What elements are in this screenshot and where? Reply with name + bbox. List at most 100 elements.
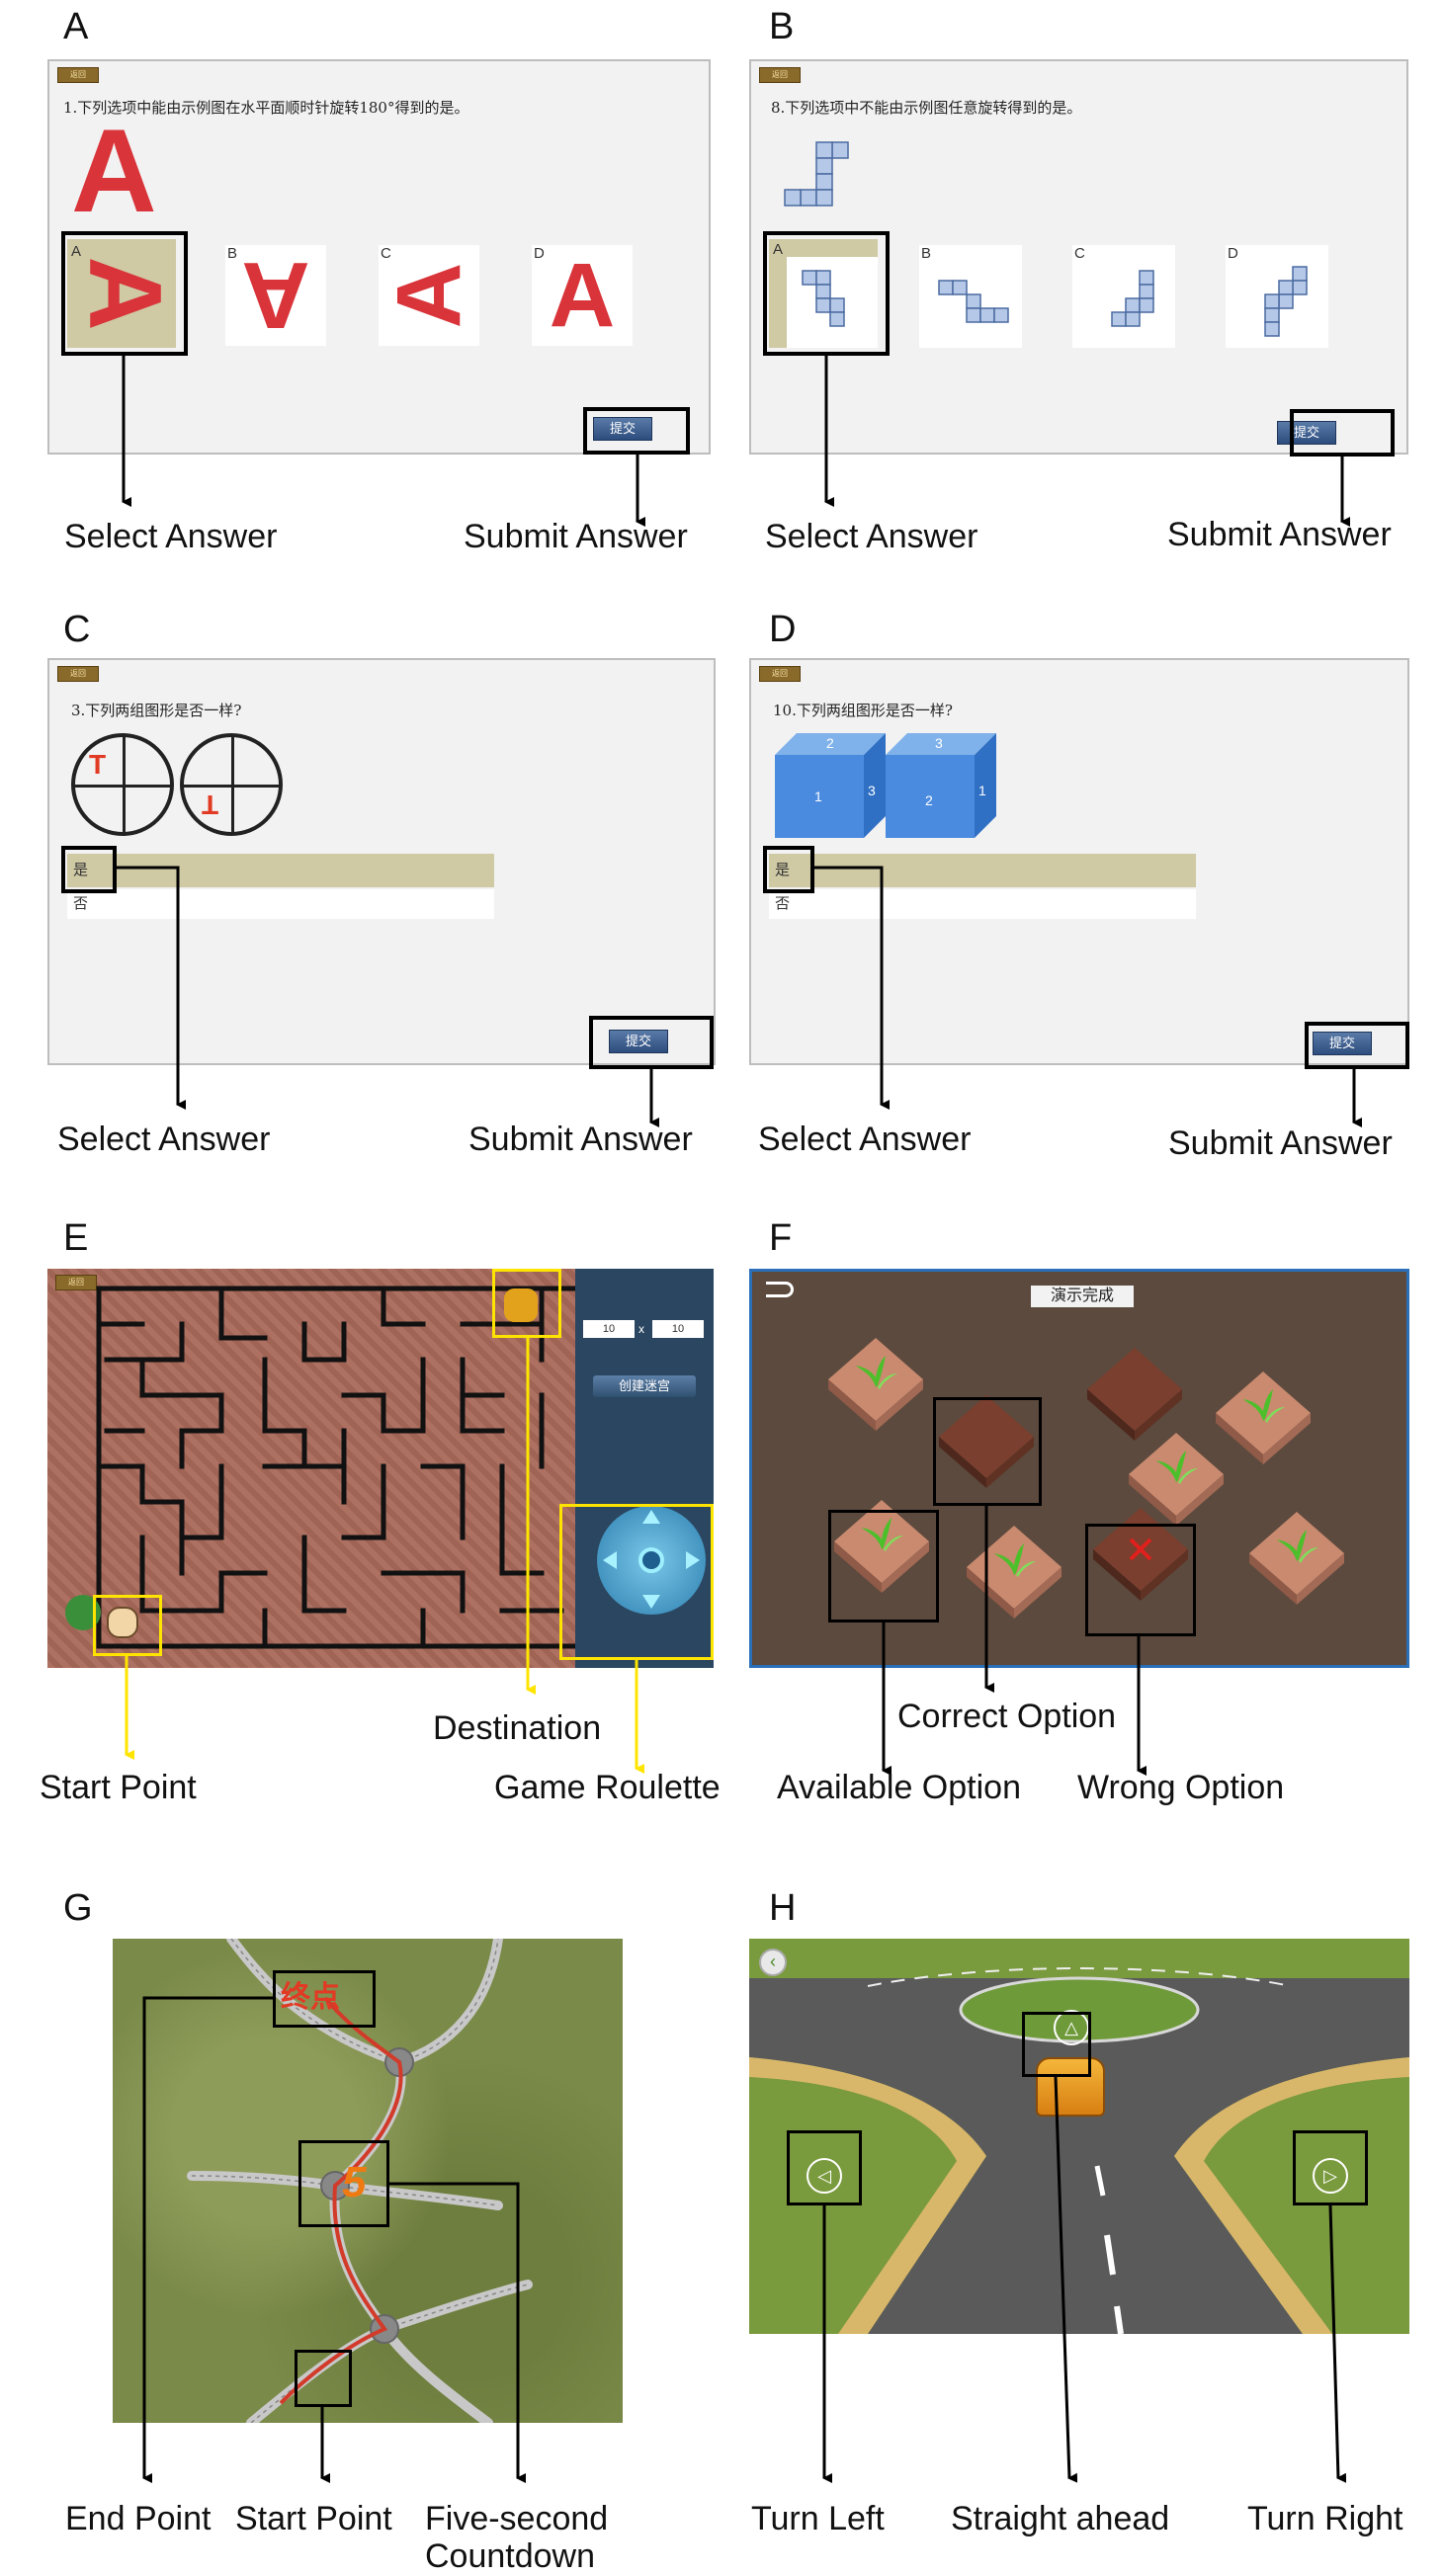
start-character (107, 1607, 138, 1638)
countdown-number: 5 (342, 2158, 367, 2206)
option-b-box[interactable]: B A (225, 242, 326, 348)
option-label: A (71, 243, 82, 260)
cube2-front-label: 2 (925, 792, 933, 808)
choice-yes-row[interactable]: 是 (769, 854, 1196, 887)
destination-highlight (492, 1269, 561, 1338)
back-button[interactable]: 返回 (759, 666, 801, 682)
create-maze-button[interactable]: 创建迷宫 (593, 1375, 696, 1397)
callout-lines-e (125, 1338, 644, 1774)
caption-turn-right: Turn Right (1247, 2500, 1403, 2537)
callout-lines-d (814, 866, 1362, 1127)
road-scene (749, 1939, 1409, 2334)
caption-submit-answer: Submit Answer (1167, 516, 1392, 553)
panel-g-screen: 终点 5 (113, 1939, 623, 2423)
right-highlight (1293, 2130, 1368, 2205)
figure-glyph: T (89, 749, 107, 780)
roulette-highlight (559, 1504, 714, 1660)
example-figure: A (71, 105, 157, 237)
back-button[interactable]: 返回 (57, 67, 99, 83)
option-d-box[interactable]: D (1226, 245, 1328, 348)
submit-button[interactable]: 提交 (609, 1030, 668, 1053)
select-highlight (763, 846, 814, 893)
arrow-right-icon[interactable]: ▷ (1313, 2158, 1348, 2194)
road-network (187, 1939, 533, 2423)
back-icon[interactable]: ‹ (759, 1949, 787, 1976)
option-a-box[interactable]: A (769, 239, 878, 348)
cube1-side-label: 3 (868, 783, 876, 798)
panel-h-screen: ‹ △ ◁ ▷ (749, 1939, 1409, 2334)
arrow-left-icon[interactable] (603, 1551, 617, 1569)
arrow-left-icon[interactable]: ◁ (807, 2158, 842, 2194)
panel-d-screen: 返回 10.下列两组图形是否一样? 2 1 3 3 2 1 是 否 提交 (749, 658, 1409, 1065)
panel-a-screen: 返回 1.下列选项中能由示例图在水平面顺时针旋转180°得到的是。 A A A … (47, 59, 711, 455)
choice-no-row[interactable]: 否 (769, 889, 1196, 919)
caption-five-second: Five-second (425, 2500, 609, 2537)
arrow-up-icon[interactable] (642, 1510, 660, 1524)
arrow-right-icon[interactable] (686, 1551, 700, 1569)
option-figure (1264, 266, 1308, 337)
option-label: D (534, 245, 545, 262)
start-point-highlight (295, 2350, 352, 2407)
choice-yes-row[interactable]: 是 (67, 854, 494, 887)
panel-label-h: H (769, 1887, 797, 1929)
back-button[interactable]: 返回 (759, 67, 801, 83)
figure-circle-1: T (71, 733, 174, 836)
panel-label-f: F (769, 1217, 793, 1259)
highlight-strip-left (769, 239, 787, 348)
arrow-down-icon[interactable] (642, 1595, 660, 1609)
tile-wrong[interactable] (1093, 1508, 1188, 1601)
cols-input[interactable]: 10 (652, 1320, 704, 1338)
cube-figure-1 (775, 733, 886, 838)
select-highlight (61, 846, 117, 893)
joystick-center-icon[interactable] (638, 1547, 664, 1573)
panel-label-e: E (63, 1217, 89, 1259)
maze-walls (96, 1286, 586, 1649)
select-highlight (763, 231, 890, 356)
example-figure (784, 141, 849, 207)
option-d-box[interactable]: D A (532, 245, 633, 346)
straight-highlight (1022, 2012, 1091, 2077)
choice-no-row[interactable]: 否 (67, 889, 494, 919)
submit-button[interactable]: 提交 (593, 417, 652, 441)
option-a-box[interactable]: A A (67, 239, 182, 348)
caption-correct-option: Correct Option (897, 1698, 1117, 1735)
panel-label-d: D (769, 609, 797, 650)
caption-available-option: Available Option (777, 1769, 1021, 1806)
status-title: 演示完成 (1031, 1286, 1134, 1307)
cube-figure-2 (886, 733, 996, 838)
option-label: B (921, 245, 932, 262)
submit-highlight (1305, 1022, 1409, 1069)
back-button[interactable]: 返回 (57, 666, 99, 682)
correct-highlight (933, 1397, 1042, 1506)
option-c-box[interactable]: C (1072, 245, 1175, 348)
grass-tiles (828, 1338, 1344, 1619)
back-button[interactable]: 返回 (55, 1275, 97, 1290)
submit-button[interactable]: 提交 (1313, 1032, 1372, 1055)
panel-label-c: C (63, 609, 91, 650)
callout-lines-b (824, 356, 1350, 527)
cube2-top-label: 3 (935, 735, 943, 751)
left-highlight (787, 2130, 862, 2205)
rows-input[interactable]: 10 (583, 1320, 635, 1338)
wrong-highlight (1085, 1524, 1196, 1636)
option-label: B (227, 245, 238, 262)
cube1-top-label: 2 (826, 735, 834, 751)
option-c-box[interactable]: C A (379, 245, 479, 346)
end-point-marker: 终点 (281, 1980, 340, 2015)
submit-button[interactable]: 提交 (1277, 421, 1336, 445)
available-highlight (828, 1510, 939, 1622)
destination-marker (504, 1288, 538, 1322)
back-icon[interactable] (766, 1282, 794, 1297)
callout-lines-c (117, 866, 659, 1127)
end-point-highlight (273, 1970, 376, 2028)
panel-label-b: B (769, 6, 795, 47)
caption-submit-answer: Submit Answer (468, 1121, 693, 1158)
option-b-box[interactable]: B (919, 245, 1022, 348)
option-figure: A (549, 245, 616, 346)
caption-select-answer: Select Answer (758, 1121, 972, 1158)
countdown-highlight (298, 2140, 389, 2227)
panel-b-screen: 返回 8.下列选项中不能由示例图任意旋转得到的是。 A B (749, 59, 1408, 455)
caption-select-answer: Select Answer (57, 1121, 271, 1158)
